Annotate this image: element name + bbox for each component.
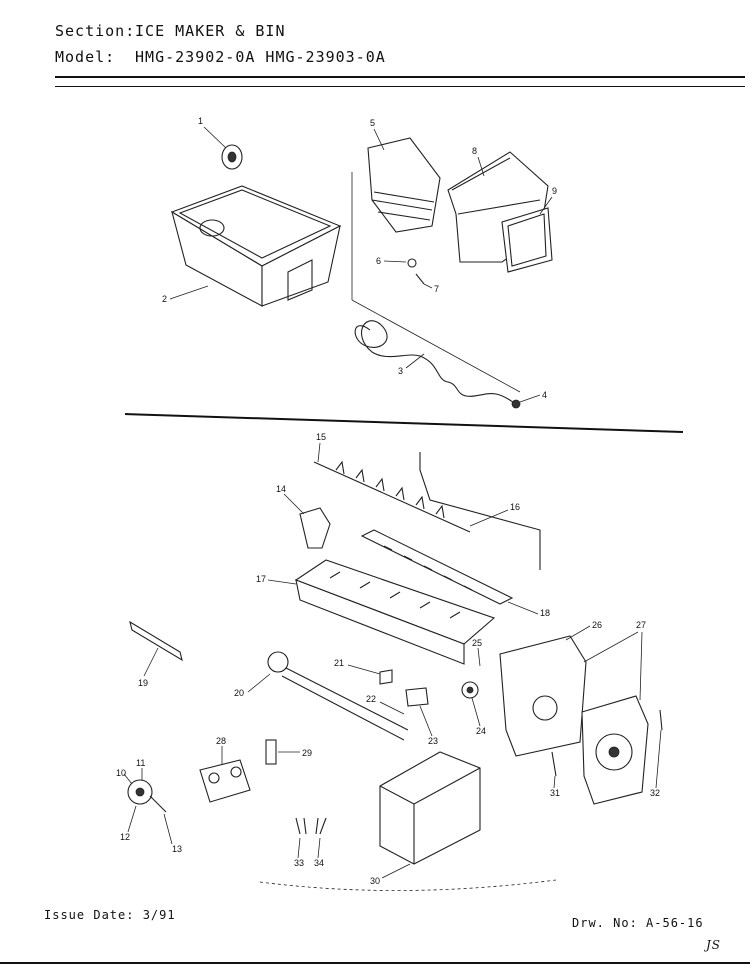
ejector-part xyxy=(313,460,471,533)
fill-cup-part xyxy=(129,620,183,662)
assembly-dashline xyxy=(259,879,557,891)
screw-part-b xyxy=(659,709,663,731)
callout-3: 3 xyxy=(398,366,403,376)
shutoff-arm-part xyxy=(419,452,541,570)
callout-19: 19 xyxy=(138,678,148,688)
callout-5: 5 xyxy=(370,118,375,128)
section-divider xyxy=(124,413,684,433)
callout-16: 16 xyxy=(510,502,520,512)
small-bracket-part xyxy=(379,669,429,707)
thermostat-part xyxy=(127,779,167,813)
header-rule-bottom xyxy=(55,86,745,87)
model-value: HMG-23902-0A HMG-23903-0A xyxy=(135,48,386,66)
section-line: Section: ICE MAKER & BIN xyxy=(55,22,286,40)
callout-29: 29 xyxy=(302,748,312,758)
callout-22: 22 xyxy=(366,694,376,704)
chute-door-part xyxy=(501,207,553,273)
dispenser-housing-part xyxy=(351,137,441,300)
header-rule-top xyxy=(55,76,745,78)
drawing-number: Drw. No: A-56-16 xyxy=(572,916,704,930)
callout-4: 4 xyxy=(542,390,547,400)
water-valve-part xyxy=(199,759,251,803)
gear-part xyxy=(461,681,479,699)
fuse-part xyxy=(265,739,277,765)
model-label: Model: xyxy=(55,48,116,66)
callout-8: 8 xyxy=(472,146,477,156)
callout-28: 28 xyxy=(216,736,226,746)
callout-23: 23 xyxy=(428,736,438,746)
screw-part xyxy=(551,751,557,777)
section-label: Section: xyxy=(55,22,136,40)
callout-27: 27 xyxy=(636,620,646,630)
stripper-part xyxy=(360,529,514,605)
heater-element-part xyxy=(267,651,409,741)
callout-33: 33 xyxy=(294,858,304,868)
auger-cap-part xyxy=(221,144,243,170)
callout-14: 14 xyxy=(276,484,286,494)
model-line: Model: HMG-23902-0A HMG-23903-0A xyxy=(55,48,386,66)
callout-6: 6 xyxy=(376,256,381,266)
callout-11: 11 xyxy=(136,758,145,768)
callout-9: 9 xyxy=(552,186,557,196)
issue-date: Issue Date: 3/91 xyxy=(44,908,176,922)
callout-2: 2 xyxy=(162,294,167,304)
callout-1: 1 xyxy=(198,116,203,126)
callout-31: 31 xyxy=(550,788,560,798)
section-value: ICE MAKER & BIN xyxy=(135,22,286,40)
callout-26: 26 xyxy=(592,620,602,630)
callout-12: 12 xyxy=(120,832,130,842)
motor-part xyxy=(581,695,649,805)
callout-21: 21 xyxy=(334,658,344,668)
callout-17: 17 xyxy=(256,574,266,584)
switch-part xyxy=(299,507,331,549)
callout-10: 10 xyxy=(116,768,126,778)
motor-cover-part xyxy=(499,635,587,757)
callout-32: 32 xyxy=(650,788,660,798)
callout-13: 13 xyxy=(172,844,182,854)
callout-7: 7 xyxy=(434,284,439,294)
handwritten-initials: JS xyxy=(706,938,722,952)
footer-rule xyxy=(0,962,750,964)
callout-34: 34 xyxy=(314,858,324,868)
callout-25: 25 xyxy=(472,638,482,648)
ice-bin-part xyxy=(170,185,342,307)
mold-part xyxy=(294,559,496,665)
pin-part xyxy=(415,273,425,285)
callouts: 1 2 3 4 5 6 7 8 9 10 11 12 13 14 15 16 1… xyxy=(116,116,662,886)
heater-cord-part xyxy=(351,299,521,409)
callout-18: 18 xyxy=(540,608,550,618)
cover-part xyxy=(379,751,481,865)
screws-part xyxy=(295,817,327,835)
callout-20: 20 xyxy=(234,688,244,698)
callout-24: 24 xyxy=(476,726,486,736)
callout-30: 30 xyxy=(370,876,380,886)
callout-15: 15 xyxy=(316,432,326,442)
washer-part xyxy=(407,258,417,268)
